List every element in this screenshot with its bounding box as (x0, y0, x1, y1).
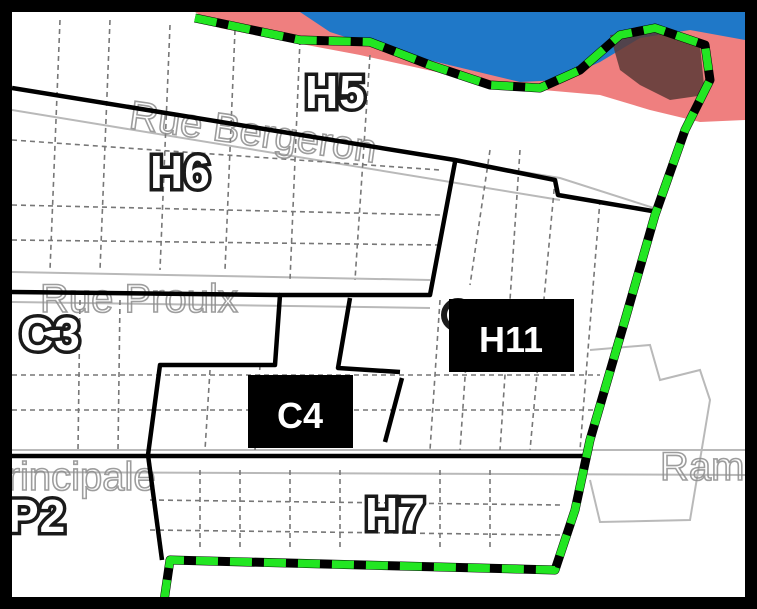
zone-label-p2[interactable]: P2 (8, 487, 69, 546)
street-label-principale: Principale (0, 455, 156, 499)
highlight-label-h11[interactable]: H11 (449, 299, 574, 372)
zone-label-c3[interactable]: C3 (17, 305, 84, 364)
zone-label-h5[interactable]: H5 (302, 63, 369, 122)
highlight-label-c4[interactable]: C4 (248, 375, 353, 448)
zone-lines (12, 85, 659, 561)
zone-label-h7[interactable]: H7 (362, 485, 429, 544)
highlight-label-c4-text: C4 (277, 395, 323, 436)
municipal-boundary (160, 13, 715, 597)
zone-label-h6[interactable]: H6 (147, 143, 214, 202)
highlight-label-h11-text: H11 (479, 319, 543, 360)
street-label-proulx: Rue Proulx (40, 277, 238, 321)
street-label-ram: Ram (660, 445, 744, 489)
road-network (12, 87, 745, 524)
rocky-shore (610, 30, 705, 100)
cadastral-lots (12, 19, 601, 550)
